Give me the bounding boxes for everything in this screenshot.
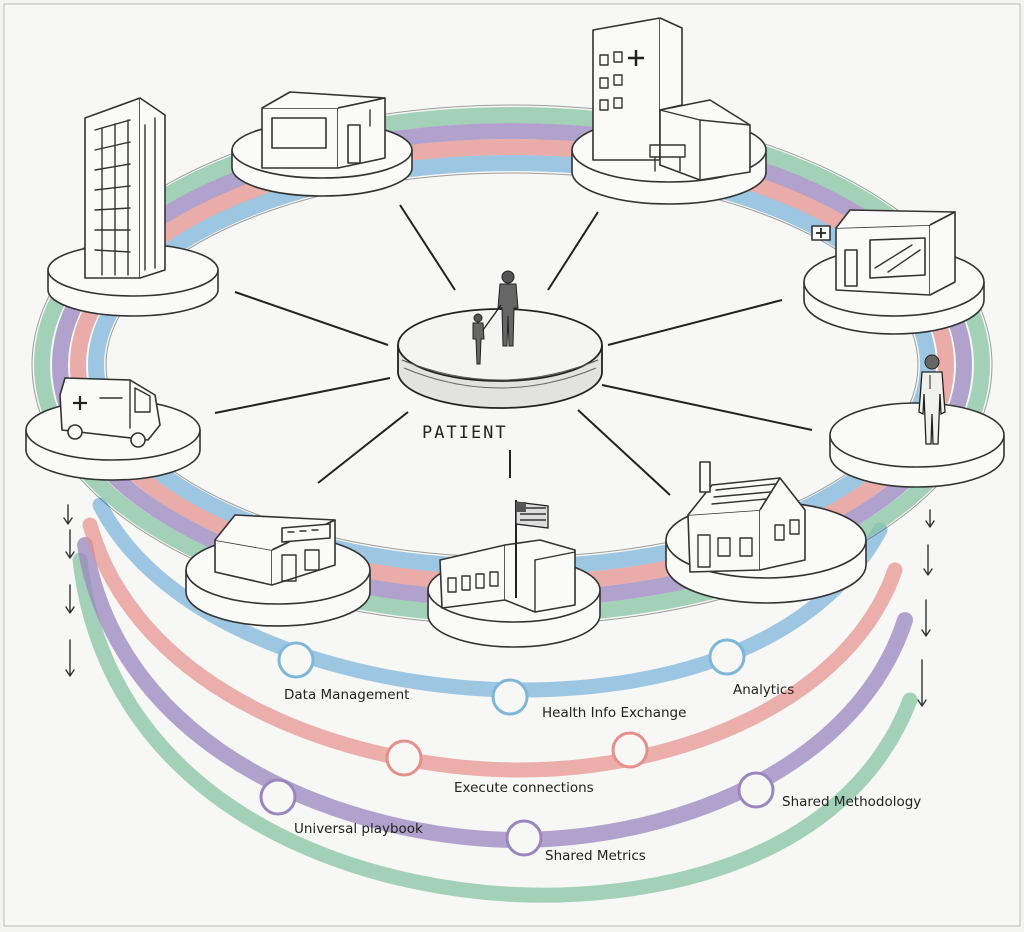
shared-methodology-hub bbox=[737, 771, 775, 809]
storefront-icon bbox=[214, 514, 336, 586]
shared-metrics-label: Shared Metrics bbox=[545, 848, 646, 864]
patient-label: PATIENT bbox=[422, 423, 508, 443]
ambulance-icon bbox=[59, 377, 161, 448]
execute-connections-left-hub bbox=[385, 739, 423, 777]
house-icon bbox=[687, 461, 806, 573]
home-node bbox=[665, 461, 867, 604]
doctor-icon bbox=[918, 354, 946, 445]
down-arrows-left bbox=[63, 504, 75, 677]
execute-connections-label: Execute connections bbox=[454, 780, 594, 796]
retail-clinic-node bbox=[185, 514, 371, 627]
universal-playbook-label: Universal playbook bbox=[294, 821, 423, 837]
spokes bbox=[214, 204, 813, 496]
layer-hubs bbox=[259, 638, 775, 857]
data-management-hub bbox=[277, 641, 315, 679]
shared-methodology-label: Shared Methodology bbox=[782, 794, 921, 810]
office-building-node bbox=[47, 97, 219, 317]
flag-building-icon bbox=[439, 500, 576, 613]
analytics-label: Analytics bbox=[733, 682, 794, 698]
pharmacy-node bbox=[803, 209, 985, 335]
hospital-node bbox=[571, 17, 767, 205]
analytics-hub bbox=[708, 638, 746, 676]
clinic-node bbox=[231, 91, 413, 197]
execute-connections-right-hub bbox=[611, 731, 649, 769]
patient-platform bbox=[397, 308, 603, 409]
small-clinic-icon bbox=[261, 91, 386, 169]
universal-playbook-hub bbox=[259, 778, 297, 816]
down-arrows-right bbox=[917, 509, 935, 707]
physician-node bbox=[829, 354, 1005, 488]
patient-figures-icon bbox=[472, 270, 519, 365]
shared-metrics-hub bbox=[505, 819, 543, 857]
pharmacy-building-icon bbox=[811, 209, 956, 296]
government-node bbox=[427, 500, 601, 648]
ambulance-node bbox=[25, 377, 201, 481]
health-info-exchange-label: Health Info Exchange bbox=[542, 705, 686, 721]
office-tower-icon bbox=[84, 97, 166, 279]
green-layer-arc bbox=[72, 552, 918, 903]
layer-labels: Data Management Health Info Exchange Ana… bbox=[284, 682, 921, 864]
data-management-label: Data Management bbox=[284, 687, 409, 703]
hospital-icon bbox=[592, 17, 751, 181]
red-layer-arc bbox=[82, 517, 903, 778]
health-info-exchange-hub bbox=[491, 678, 529, 716]
